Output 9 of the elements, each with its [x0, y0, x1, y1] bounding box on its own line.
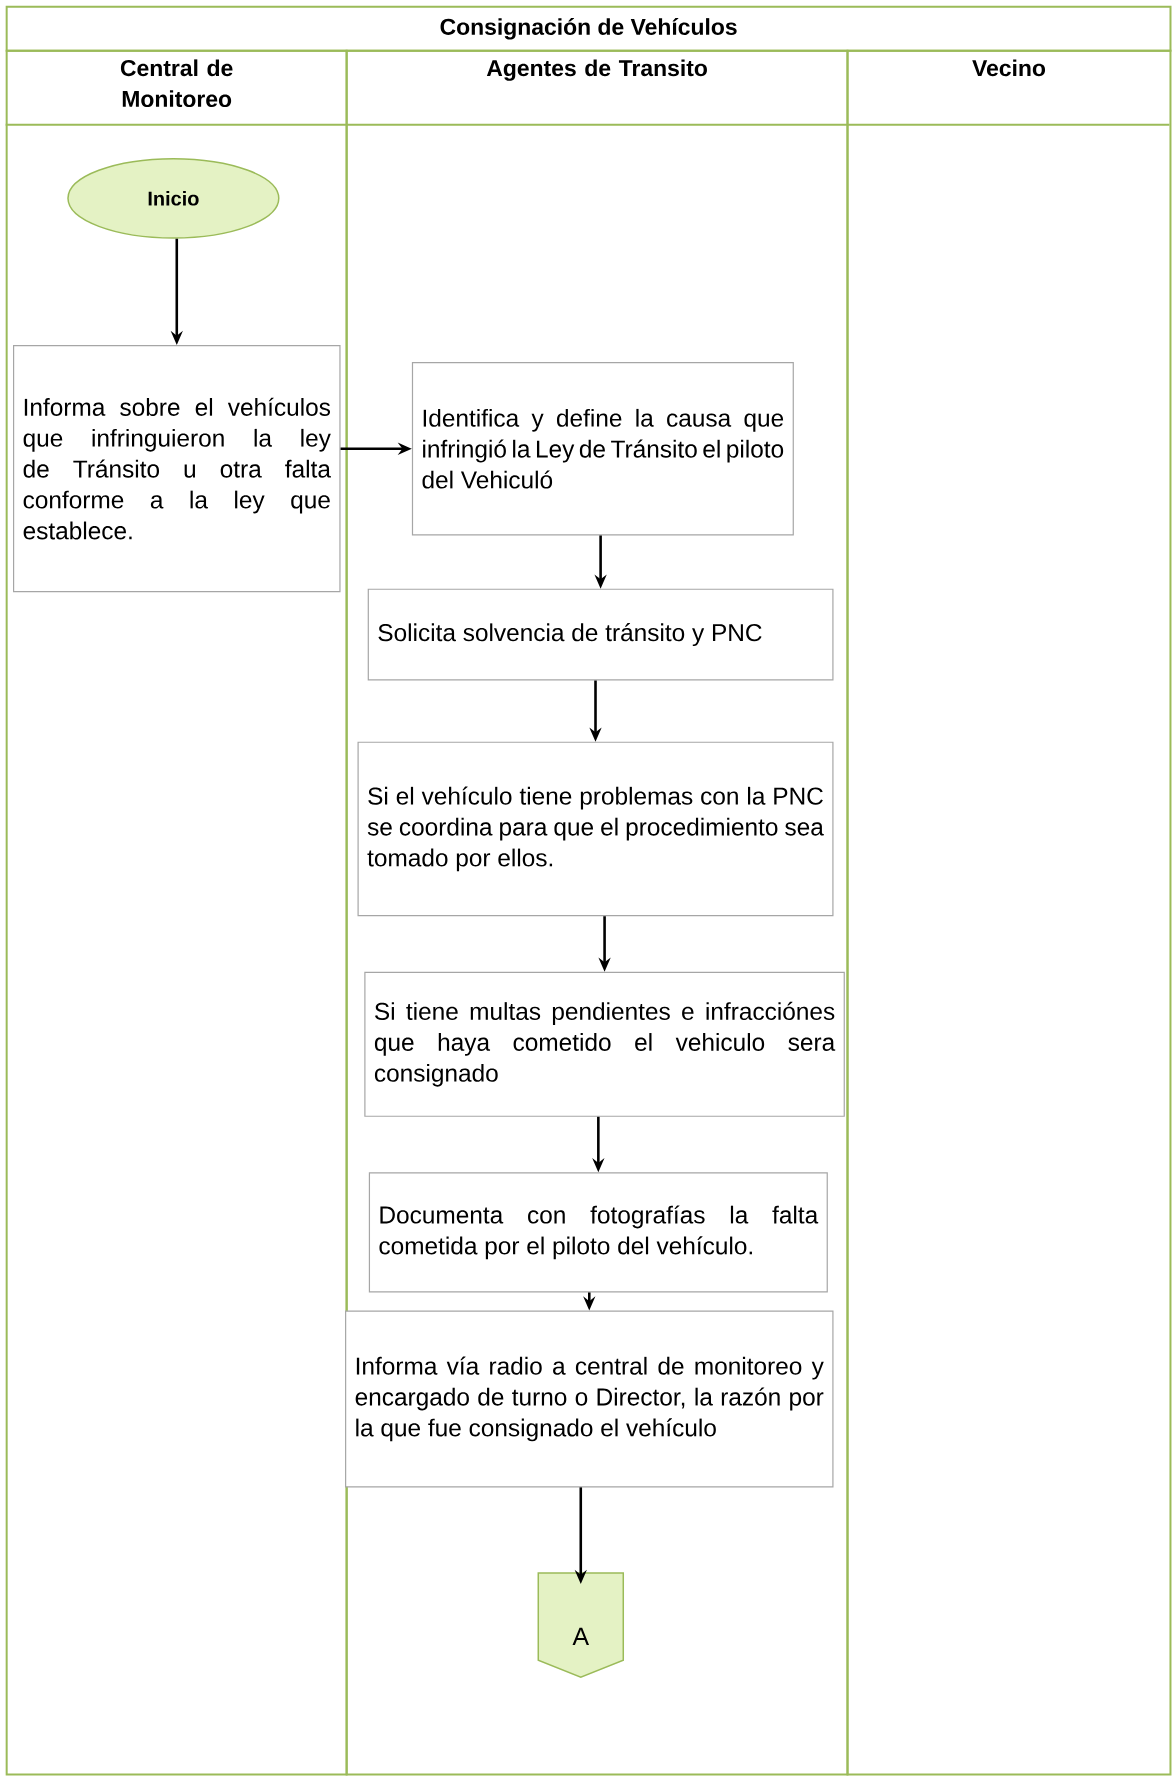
process-box: Si tiene multas pendientes e infracciónes que haya cometido el vehiculo sera consignado	[364, 971, 845, 1117]
swimlane: Vecino	[846, 49, 1172, 1776]
process-box: Si el vehículo tiene problemas con la PNC se coordina para que el procedimiento sea tomado por ellos.	[357, 741, 834, 917]
process-box: Informa vía radio a central de monitoreo y encargado de turno o Director, la razón por la que fue consignado el vehículo	[345, 1310, 834, 1488]
process-box: Documenta con fotografías la falta cometida por el piloto del vehículo.	[368, 1172, 828, 1293]
process-box: Identifica y define la causa que infringió la Ley de Tránsito el piloto del Vehiculó	[411, 362, 794, 536]
title-bar: Consignación de Vehículos	[5, 5, 1172, 52]
process-box: Informa sobre el vehículos que infringuieron la ley de Tránsito u otra falta conforme a la ley que establece.	[13, 345, 341, 593]
process-box: Solicita solvencia de tránsito y PNC	[367, 588, 834, 681]
